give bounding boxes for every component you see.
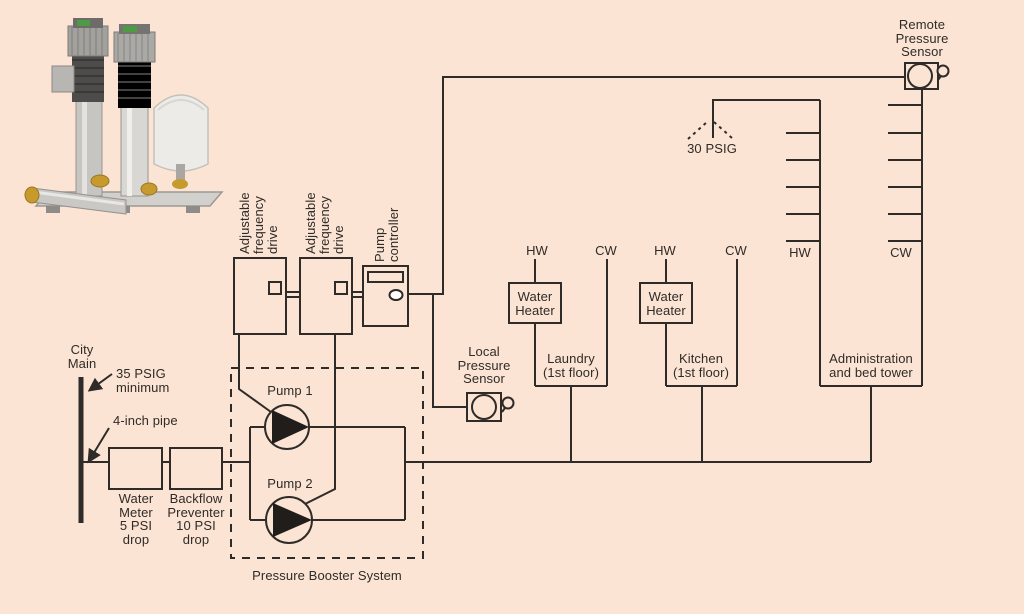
water-heater-1-label: Water Heater	[515, 289, 555, 318]
expansion-tank-illustration	[153, 94, 209, 189]
afd2-box	[299, 257, 353, 335]
equipment-boxes	[108, 257, 693, 490]
afd1-port	[268, 281, 282, 295]
admin-cw-label: CW	[890, 245, 912, 260]
water-heater-2-box	[639, 282, 693, 324]
city-main-label: City Main	[67, 342, 97, 371]
hw-riser-ticks	[786, 132, 820, 242]
afd1-label: Adjustable frequency drive	[237, 192, 280, 254]
local-pressure-sensor-label: Local Pressure Sensor	[457, 344, 511, 386]
afd2-label: Adjustable frequency drive	[303, 192, 346, 254]
remote-pressure-sensor-label: Remote Pressure Sensor	[895, 17, 949, 59]
kitchen-hw-label: HW	[654, 243, 676, 258]
backflow-preventer-box	[169, 447, 223, 490]
pipe-4inch-label: 4-inch pipe	[113, 413, 178, 428]
remote-pressure-sensor-symbol	[904, 62, 950, 90]
booster-system-boundary	[230, 367, 424, 559]
pump-controller-label: Pump controller	[372, 207, 401, 262]
control-signal-lines	[286, 76, 905, 408]
water-heater-1-box	[508, 282, 562, 324]
admin-label: Administration and bed tower	[829, 351, 913, 380]
pump1-symbol	[264, 404, 310, 450]
laundry-label: Laundry (1st floor)	[542, 351, 600, 380]
piping-lines	[83, 89, 923, 521]
psig35-minimum-label: 35 PSIG minimum	[116, 366, 170, 395]
kitchen-cw-label: CW	[725, 243, 747, 258]
controller-button	[388, 289, 404, 301]
cw-riser-ticks	[888, 104, 922, 242]
water-heater-2-label: Water Heater	[646, 289, 686, 318]
local-pressure-sensor-symbol	[466, 392, 515, 422]
controller-display	[367, 271, 404, 283]
laundry-cw-label: CW	[595, 243, 617, 258]
psig35-arrow	[87, 373, 113, 392]
pump-tower-2-illustration	[113, 24, 156, 197]
pump1-label: Pump 1	[267, 383, 313, 398]
spray-dashes	[687, 121, 733, 140]
water-meter-box	[108, 447, 163, 490]
water-meter-label: Water Meter 5 PSI drop	[118, 491, 154, 547]
pump2-symbol	[265, 496, 313, 544]
laundry-hw-label: HW	[526, 243, 548, 258]
afd-pump-links	[238, 334, 336, 505]
afd1-box	[233, 257, 287, 335]
afd2-port	[334, 281, 348, 295]
pump-tower-1-illustration	[51, 18, 109, 197]
admin-hw-label: HW	[789, 245, 811, 260]
pipe4-arrow	[87, 427, 110, 464]
pump-system-photo	[24, 18, 224, 215]
pressure-30psig-label: 30 PSIG	[687, 141, 737, 156]
pump2-label: Pump 2	[267, 476, 313, 491]
pump-controller-box	[362, 265, 409, 327]
kitchen-label: Kitchen (1st floor)	[672, 351, 730, 380]
backflow-preventer-label: Backflow Preventer 10 PSI drop	[167, 491, 225, 547]
booster-system-label: Pressure Booster System	[252, 568, 402, 583]
manifold-pipe-illustration	[24, 174, 158, 215]
